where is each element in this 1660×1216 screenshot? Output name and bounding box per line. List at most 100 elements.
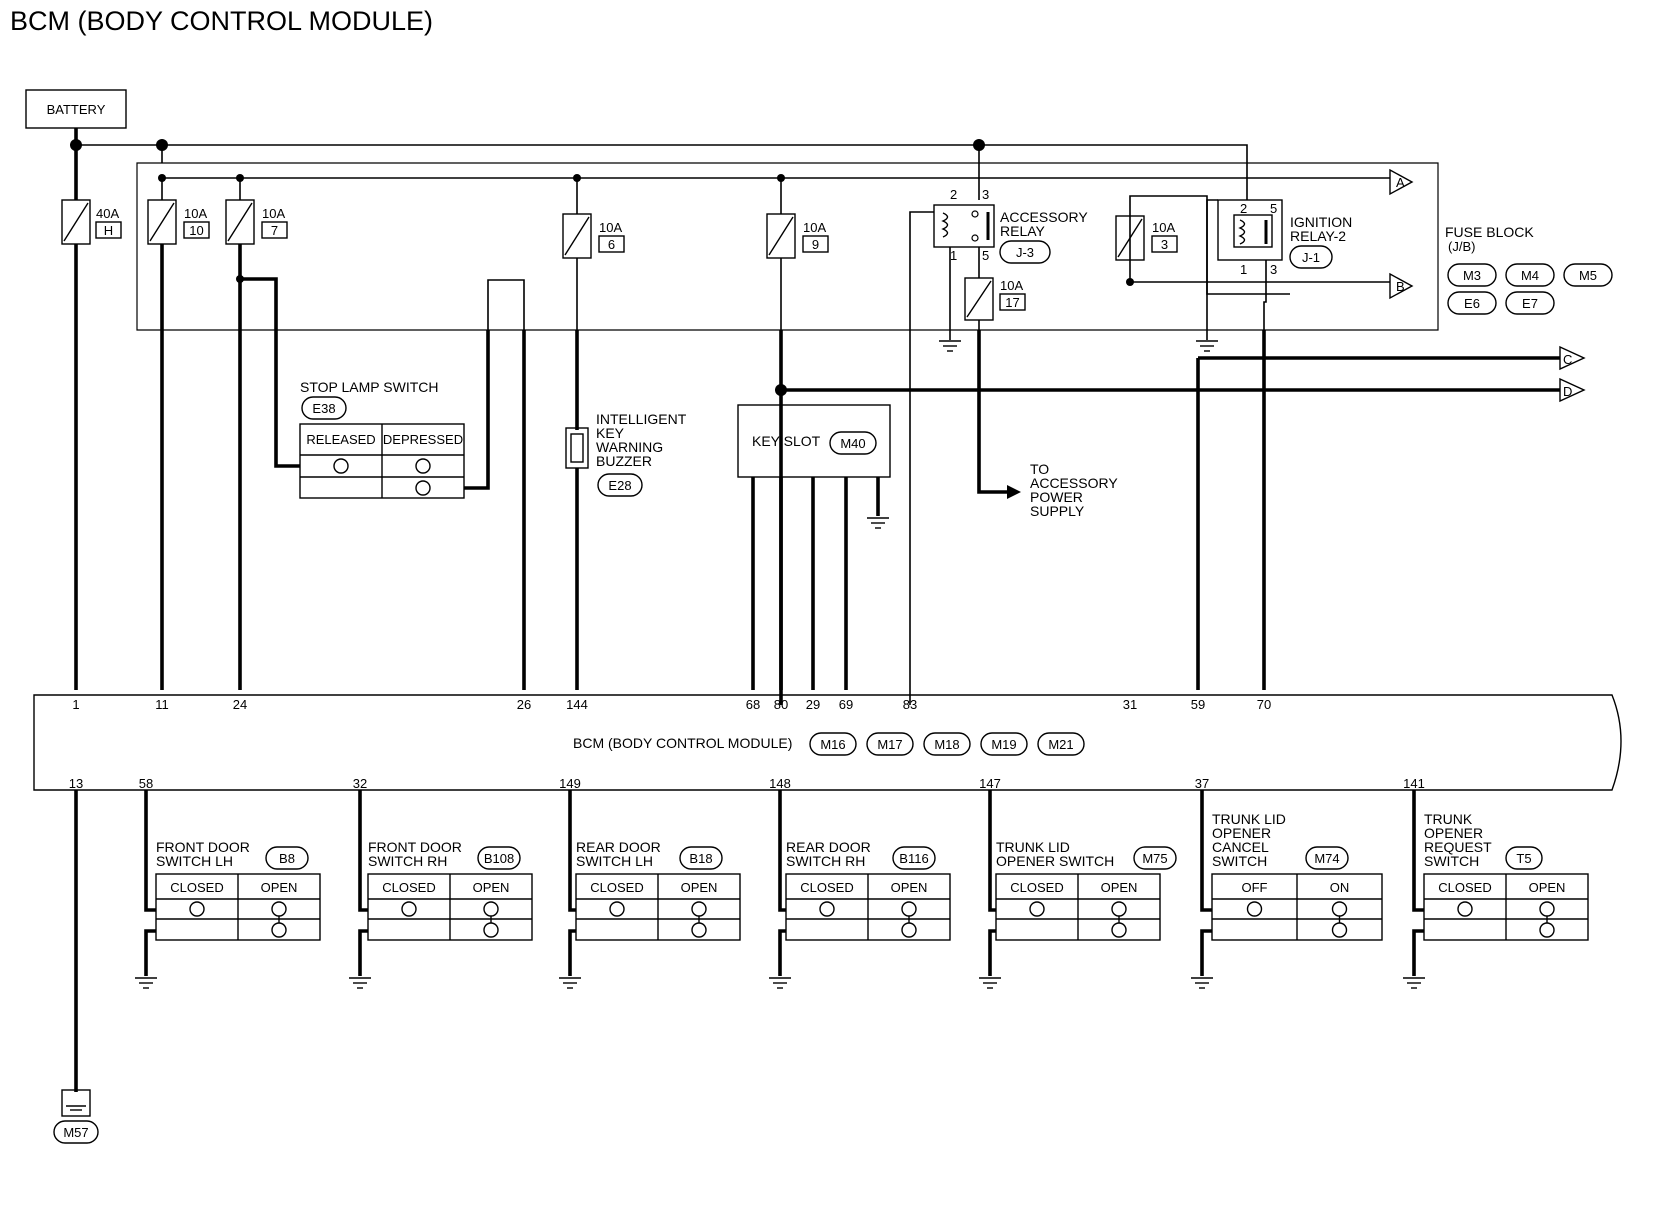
ignition-relay-pin: 1: [1240, 262, 1247, 277]
bcm-pin: 26: [517, 697, 531, 712]
trunk-opener-request-switch-label: REQUEST: [1424, 839, 1492, 855]
fuse-block-connector-e6: E6: [1464, 296, 1480, 311]
ground-m57-box: [61, 1089, 91, 1117]
bcm-connector-outline: [866, 732, 914, 756]
front-door-switch-lh-contact-b2: [271, 922, 287, 938]
arrow-b-label: B: [1396, 279, 1405, 294]
bcm-pin: 58: [139, 776, 153, 791]
accessory-supply-label: POWER: [1030, 489, 1083, 505]
fuse-block-connector-m4-outline: [1505, 263, 1555, 287]
fuse-block-connector-m5-outline: [1563, 263, 1613, 287]
fuse-10a-7-id: 7: [271, 223, 278, 238]
front-door-switch-rh-state-a: CLOSED: [382, 880, 435, 895]
bcm-pin: 13: [69, 776, 83, 791]
buzzer-label: INTELLIGENT: [596, 411, 687, 427]
trunk-lid-opener-cancel-switch-contact-b2: [1331, 922, 1348, 938]
bcm-connector: M16: [820, 737, 845, 752]
stop-lamp-contact-b2: [415, 480, 431, 496]
stop-lamp-label: STOP LAMP SWITCH: [300, 379, 438, 395]
front-door-switch-lh-contact-a: [189, 901, 205, 917]
bcm-pin: 24: [233, 697, 247, 712]
fuse-10a-9-id: 9: [812, 237, 819, 252]
bcm-connector-outline: [923, 732, 971, 756]
accessory-relay-pin: 1: [950, 248, 957, 263]
accessory-supply-arrow: [1007, 485, 1021, 499]
bcm-connector-outline: [980, 732, 1028, 756]
trunk-lid-opener-switch-connector: M75: [1142, 851, 1167, 866]
connector-arrow-c: [1559, 345, 1586, 371]
fuse-block-connector-e6-outline: [1447, 291, 1497, 315]
trunk-opener-request-switch-connector-outline: [1505, 846, 1543, 870]
battery-bus: [76, 144, 1248, 200]
front-door-switch-lh-label: FRONT DOOR: [156, 839, 250, 855]
bcm-connector-outline: [1037, 732, 1085, 756]
trunk-lid-opener-switch-label: TRUNK LID: [996, 839, 1070, 855]
rear-door-switch-rh-connector: B116: [899, 851, 928, 866]
fuse-block-connector-m5: M5: [1579, 268, 1597, 283]
front-door-switch-rh-contact-a: [401, 901, 417, 917]
accessory-supply-label: SUPPLY: [1030, 503, 1085, 519]
rear-door-switch-lh-label: SWITCH LH: [576, 853, 653, 869]
bcm-pin: 32: [353, 776, 367, 791]
bcm-pin: 147: [979, 776, 1001, 791]
fuse-10a-6-rating: 10A: [599, 220, 622, 235]
accessory-relay-pin: 5: [982, 248, 989, 263]
rear-door-switch-lh-connector: B18: [689, 851, 712, 866]
page-title: BCM (BODY CONTROL MODULE): [10, 6, 433, 36]
trunk-opener-request-switch-state-a: CLOSED: [1438, 880, 1491, 895]
fuse-10a-3-element: [1117, 218, 1143, 258]
fuse-10a-17-rating: 10A: [1000, 278, 1023, 293]
trunk-lid-opener-cancel-switch-ground-wire: [1200, 929, 1212, 976]
buzzer-inner: [570, 433, 584, 463]
ignition-relay-pin: 5: [1270, 201, 1277, 216]
fuse-block-sublabel: (J/B): [1448, 239, 1475, 254]
arrow-a-label: A: [1396, 175, 1405, 190]
ground-m57-connector-outline: [53, 1120, 99, 1144]
rear-door-switch-lh-ground-wire: [568, 929, 576, 976]
ignition-relay-connector: J-1: [1302, 250, 1320, 265]
trunk-opener-request-switch-contact-b1: [1539, 901, 1555, 917]
fuse-block-frame: [136, 162, 1439, 331]
ignition-relay-pin: 2: [1240, 201, 1247, 216]
fuse-10a-17-element: [966, 280, 992, 318]
front-door-switch-rh-state-b: OPEN: [473, 880, 510, 895]
bcm-pin: 141: [1403, 776, 1425, 791]
rear-door-switch-lh-state-b: OPEN: [681, 880, 718, 895]
buzzer-connector-outline: [597, 473, 643, 497]
front-door-switch-rh-wire: [358, 790, 368, 912]
accessory-relay-pin: 2: [950, 187, 957, 202]
front-door-switch-rh-label: SWITCH RH: [368, 853, 447, 869]
accessory-relay-label: RELAY: [1000, 223, 1046, 239]
buzzer-label: BUZZER: [596, 453, 652, 469]
trunk-lid-opener-cancel-switch-label: OPENER: [1212, 825, 1271, 841]
trunk-lid-opener-cancel-switch-contact-a: [1246, 901, 1263, 917]
rear-door-switch-lh-contact-b2: [691, 922, 707, 938]
trunk-opener-request-switch-contact-b2: [1539, 922, 1555, 938]
trunk-lid-opener-switch-ground-wire: [988, 929, 996, 976]
trunk-lid-opener-switch-contact-a: [1029, 901, 1045, 917]
bcm-connector: M21: [1048, 737, 1073, 752]
bcm-box: [33, 694, 1622, 791]
wire-ignition-ground: [1206, 199, 1218, 340]
front-door-switch-rh-connector: B108: [484, 851, 514, 866]
accessory-relay-terminal: [971, 210, 979, 218]
trunk-opener-request-switch-connector: T5: [1516, 851, 1531, 866]
bcm-pin: 80: [774, 697, 788, 712]
bcm-pin: 83: [903, 697, 917, 712]
front-door-switch-rh-contact-b2: [483, 922, 499, 938]
bcm-connector: M19: [991, 737, 1016, 752]
front-door-switch-lh-state-a: CLOSED: [170, 880, 223, 895]
accessory-relay-terminal: [971, 234, 979, 242]
accessory-relay-connector-outline: [999, 240, 1051, 264]
fuse-10a-7-id-box: [261, 221, 288, 239]
fuse-block-connector-e7: E7: [1522, 296, 1538, 311]
fuse-40a-h-rating: 40A: [96, 206, 119, 221]
stop-lamp-state-depressed: DEPRESSED: [383, 432, 463, 447]
trunk-opener-request-switch-ground-wire: [1412, 929, 1424, 976]
fuse-10a-3-rating: 10A: [1152, 220, 1175, 235]
rear-door-switch-rh-ground-wire: [778, 929, 786, 976]
rear-door-switch-lh-contact-a: [609, 901, 625, 917]
trunk-lid-opener-switch-wire: [988, 790, 996, 912]
bcm-pin: 69: [839, 697, 853, 712]
